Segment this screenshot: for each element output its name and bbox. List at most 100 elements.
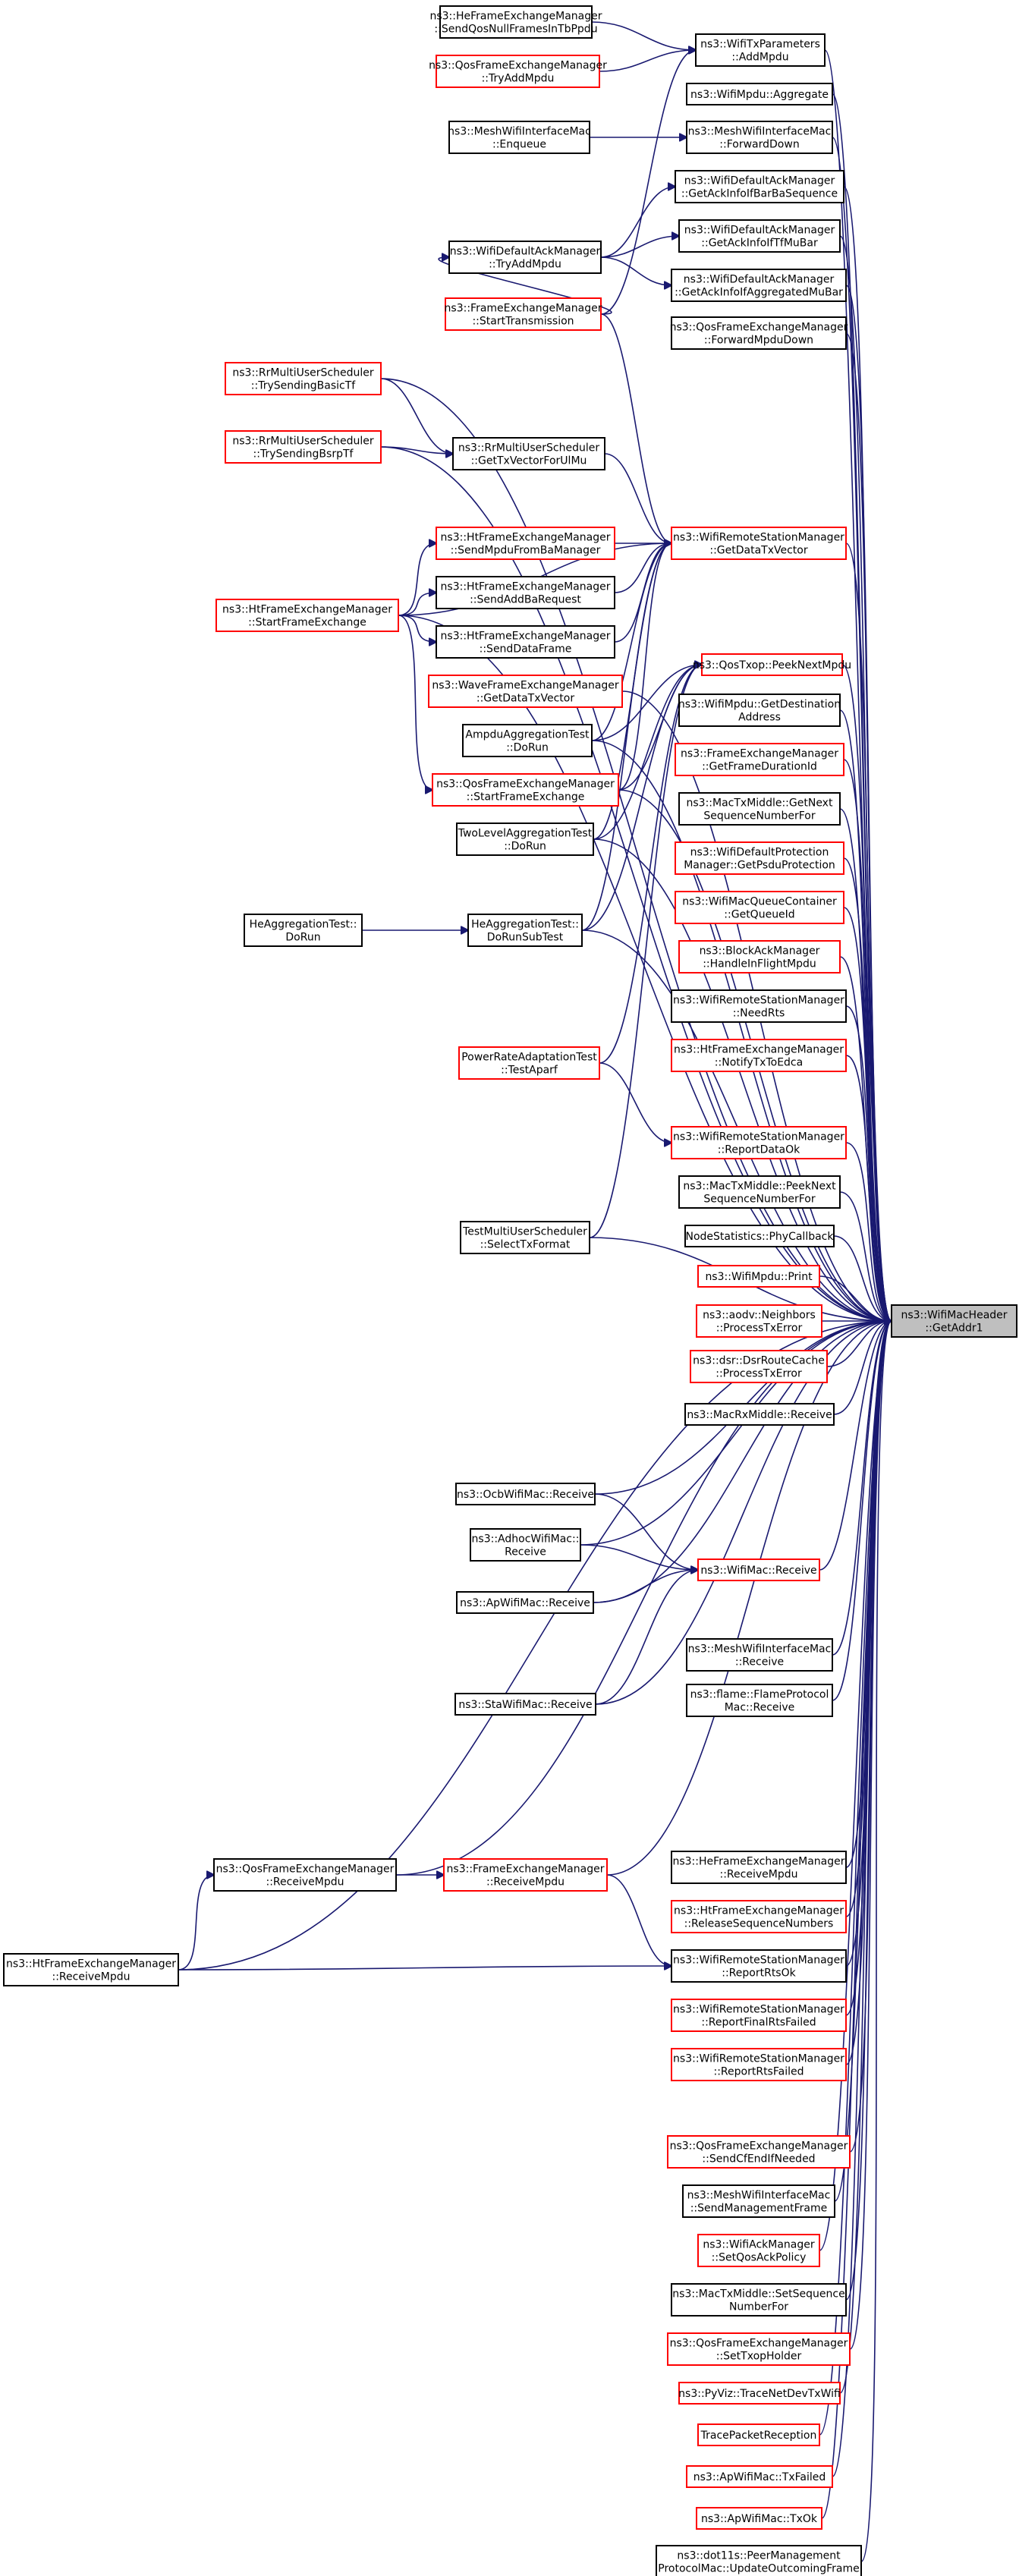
function-node[interactable]: ns3::FrameExchangeManager::StartTransmis… [445,297,602,331]
node-box [891,1304,1017,1338]
node-label: ::NotifyTxToEdca [715,1057,803,1069]
function-node[interactable]: ns3::HtFrameExchangeManager::SendAddBaRe… [436,576,615,609]
function-node[interactable]: ns3::WifiMac::Receive [697,1558,820,1581]
function-node[interactable]: ns3::WifiAckManager::SetQosAckPolicy [697,2234,820,2267]
function-node[interactable]: ns3::WifiRemoteStationManager::NeedRts [671,989,847,1023]
function-node[interactable]: ns3::WifiMpdu::Aggregate [686,83,833,105]
call-edge [600,236,679,258]
call-edge [591,543,671,741]
function-node[interactable]: ns3::WifiMpdu::Print [697,1265,820,1288]
function-node[interactable]: ns3::HeFrameExchangeManager::ReceiveMpdu [671,1851,847,1884]
function-node[interactable]: ns3::BlockAckManager::HandleInFlightMpdu [678,940,841,973]
call-edge [398,543,436,616]
function-node[interactable]: ns3::HtFrameExchangeManager::SendDataFra… [436,625,615,659]
function-node[interactable]: ns3::MacTxMiddle::PeekNextSequenceNumber… [678,1175,841,1209]
function-node[interactable]: ns3::QosFrameExchangeManager::StartFrame… [432,773,619,807]
node-label: ::SetQosAckPolicy [712,2252,807,2264]
function-node[interactable]: ns3::PyViz::TraceNetDevTxWifi [678,2382,841,2405]
function-node[interactable]: ns3::MeshWifiInterfaceMac::Receive [686,1638,833,1672]
node-label: ns3::MeshWifiInterfaceMac [688,126,832,138]
function-node[interactable]: HeAggregationTest::DoRunSubTest [467,914,583,947]
function-node[interactable]: ns3::WifiRemoteStationManager::ReportFin… [671,1999,847,2032]
function-node[interactable]: PowerRateAdaptationTest::TestAparf [458,1046,600,1080]
function-node[interactable]: ns3::ApWifiMac::TxFailed [686,2465,833,2488]
function-node[interactable]: ns3::WifiRemoteStationManager::ReportRts… [671,1949,847,1983]
call-edge [600,50,696,315]
function-node[interactable]: ns3::WifiDefaultAckManager::GetAckInfoIf… [671,269,847,302]
function-node[interactable]: ns3::HeFrameExchangeManager::SendQosNull… [429,5,602,39]
function-node[interactable]: ns3::HtFrameExchangeManager::NotifyTxToE… [671,1039,847,1072]
node-box [671,527,847,560]
function-node[interactable]: ns3::MacRxMiddle::Receive [684,1403,835,1426]
function-node[interactable]: NodeStatistics::PhyCallback [684,1225,835,1247]
function-node[interactable]: ns3::WaveFrameExchangeManager::GetDataTx… [428,675,623,708]
function-node[interactable]: ns3::RrMultiUserScheduler::GetTxVectorFo… [452,437,605,470]
function-node[interactable]: ns3::WifiTxParameters::AddMpdu [695,33,826,67]
node-box [671,269,847,302]
function-node[interactable]: ns3::QosTxop::PeekNextMpdu [693,653,851,676]
function-node[interactable]: ns3::ApWifiMac::Receive [456,1591,594,1614]
root-node[interactable]: ns3::WifiMacHeader::GetAddr1 [891,1304,1017,1338]
function-node[interactable]: ns3::QosFrameExchangeManager::SendCfEndI… [667,2135,851,2169]
node-label: ::HandleInFlightMpdu [703,958,816,970]
node-label: ns3::QosFrameExchangeManager [670,2140,848,2153]
function-node[interactable]: ns3::FrameExchangeManager::GetFrameDurat… [675,743,844,776]
function-node[interactable]: ns3::MeshWifiInterfaceMac::SendManagemen… [682,2184,835,2218]
function-node[interactable]: ns3::StaWifiMac::Receive [454,1693,596,1716]
function-node[interactable]: TestMultiUserScheduler::SelectTxFormat [460,1221,590,1254]
function-node[interactable]: ns3::HtFrameExchangeManager::StartFrameE… [215,599,399,632]
node-label: ns3::WifiMac::Receive [700,1565,816,1577]
function-node[interactable]: ns3::WifiDefaultAckManager::TryAddMpdu [448,241,602,274]
function-node[interactable]: ns3::FrameExchangeManager::ReceiveMpdu [443,1858,608,1892]
node-box [695,33,826,67]
function-node[interactable]: ns3::WifiMacQueueContainer::GetQueueId [675,891,844,924]
function-node[interactable]: ns3::WifiRemoteStationManager::GetDataTx… [671,527,847,560]
function-node[interactable]: TwoLevelAggregationTest::DoRun [456,822,594,856]
node-box [436,527,615,560]
node-label: ::ReportRtsOk [722,1967,796,1980]
function-node[interactable]: ns3::RrMultiUserScheduler::TrySendingBas… [225,362,382,395]
node-label: ::GetDataTxVector [709,545,808,557]
node-label: ns3::MacTxMiddle::SetSequence [672,2288,844,2301]
node-label: ::SendAddBaRequest [470,594,581,606]
function-node[interactable]: ns3::OcbWifiMac::Receive [455,1483,596,1505]
function-node[interactable]: ns3::HtFrameExchangeManager::SendMpduFro… [436,527,615,560]
function-node[interactable]: ns3::QosFrameExchangeManager::ReceiveMpd… [213,1858,397,1892]
call-edge [833,1321,892,1415]
call-edge [594,1493,698,1570]
call-edge [380,378,453,454]
function-node[interactable]: ns3::dsr::DsrRouteCache::ProcessTxError [690,1350,828,1383]
function-node[interactable]: ns3::AdhocWifiMac::Receive [470,1528,581,1562]
function-node[interactable]: ns3::WifiDefaultAckManager::GetAckInfoIf… [675,170,844,203]
function-node[interactable]: ns3::HtFrameExchangeManager::ReleaseSequ… [671,1900,847,1933]
function-node[interactable]: ns3::MeshWifiInterfaceMac::Enqueue [448,121,591,154]
function-node[interactable]: AmpduAggregationTest::DoRun [462,724,593,757]
function-node[interactable]: ns3::RrMultiUserScheduler::TrySendingBsr… [225,430,382,464]
function-node[interactable]: ns3::WifiRemoteStationManager::ReportDat… [671,1126,847,1159]
function-node[interactable]: ns3::QosFrameExchangeManager::TryAddMpdu [429,55,607,88]
node-box [696,2507,822,2530]
function-node[interactable]: ns3::WifiDefaultProtectionManager::GetPs… [675,841,844,875]
function-node[interactable]: ns3::WifiDefaultAckManager::GetAckInfoIf… [678,219,841,253]
function-node[interactable]: ns3::MacTxMiddle::GetNextSequenceNumberF… [678,792,841,826]
call-edge [860,1321,892,2562]
function-node[interactable]: ns3::WifiRemoteStationManager::ReportRts… [671,2048,847,2081]
node-label: ns3::HeFrameExchangeManager [672,1856,844,1868]
function-node[interactable]: ns3::dot11s::PeerManagementProtocolMac::… [656,2545,862,2576]
function-node[interactable]: ns3::aodv::Neighbors::ProcessTxError [696,1304,822,1338]
function-node[interactable]: ns3::QosFrameExchangeManager::SetTxopHol… [667,2332,851,2366]
node-label: ::ReleaseSequenceNumbers [684,1918,834,1930]
node-label: Manager::GetPsduProtection [684,860,835,872]
node-label: ns3::WifiRemoteStationManager [673,995,844,1007]
function-node[interactable]: TracePacketReception [697,2423,820,2446]
node-label: ns3::WifiTxParameters [700,39,820,51]
function-node[interactable]: ns3::HtFrameExchangeManager::ReceiveMpdu [3,1953,179,1986]
function-node[interactable]: ns3::QosFrameExchangeManager::ForwardMpd… [670,316,848,350]
function-node[interactable]: ns3::ApWifiMac::TxOk [696,2507,822,2530]
function-node[interactable]: HeAggregationTest::DoRun [244,914,363,947]
function-node[interactable]: ns3::MeshWifiInterfaceMac::ForwardDown [686,121,833,154]
node-label: ::StartFrameExchange [248,617,366,629]
